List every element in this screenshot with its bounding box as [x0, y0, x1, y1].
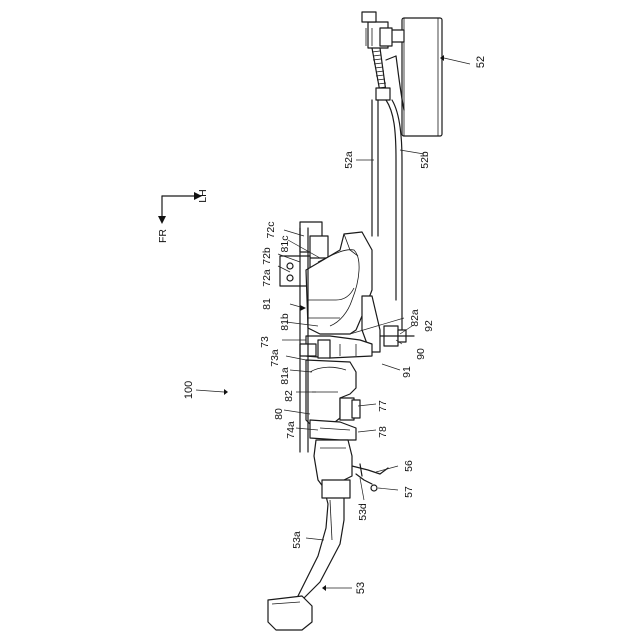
label-82a: 82a	[409, 309, 421, 327]
label-72a: 72a	[261, 269, 273, 287]
label-53: 53	[355, 582, 367, 594]
label-74a: 74a	[285, 421, 297, 439]
mounting-plate-52	[362, 12, 442, 136]
label-72b: 72b	[261, 247, 273, 265]
label-73: 73	[259, 336, 271, 348]
label-78: 78	[377, 426, 389, 438]
label-77: 77	[377, 400, 389, 412]
label-81c: 81c	[279, 236, 291, 253]
label-fr: FR	[157, 229, 169, 243]
label-72c: 72c	[265, 222, 277, 239]
bolt-92	[380, 326, 414, 346]
label-57: 57	[403, 486, 415, 498]
label-100: 100	[183, 381, 195, 399]
label-81a: 81a	[279, 367, 291, 385]
label-80: 80	[273, 408, 285, 420]
label-73a: 73a	[269, 349, 281, 367]
spring-hook-56	[352, 464, 388, 491]
label-92: 92	[423, 320, 435, 332]
label-81: 81	[261, 298, 273, 310]
threaded-rod	[372, 48, 390, 100]
orientation-arrows	[158, 192, 202, 224]
label-lh: LH	[197, 189, 209, 202]
label-91: 91	[401, 366, 413, 378]
label-81b: 81b	[279, 313, 291, 331]
stand-lever-53	[268, 440, 352, 630]
label-90: 90	[415, 348, 427, 360]
label-53d: 53d	[357, 503, 369, 521]
label-53a: 53a	[291, 531, 303, 549]
label-52b: 52b	[419, 151, 431, 169]
label-82: 82	[283, 390, 295, 402]
label-52a: 52a	[343, 151, 355, 169]
lower-body-82	[306, 360, 360, 440]
label-52: 52	[475, 56, 487, 68]
label-56: 56	[403, 460, 415, 472]
